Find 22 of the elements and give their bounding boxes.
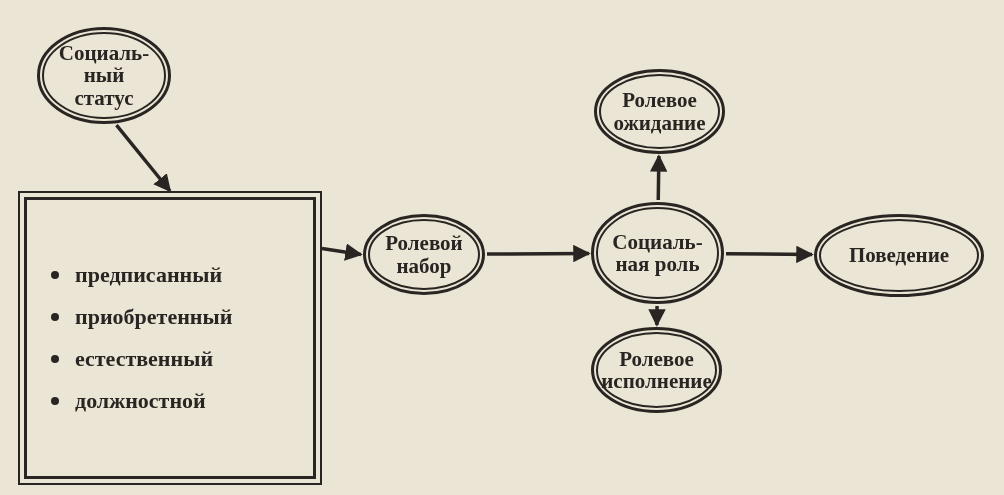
list-item: должностной — [49, 388, 206, 414]
ellipse-node — [812, 212, 986, 299]
ellipse-node — [35, 25, 173, 126]
arrow — [649, 154, 668, 201]
node-label: Поведение — [848, 244, 950, 267]
ellipse-node — [589, 200, 726, 306]
node-label: Ролевое исполнение — [600, 347, 713, 393]
ellipse-node — [592, 67, 727, 156]
node-label: Ролевое ожидание — [612, 89, 707, 134]
list-item: приобретенный — [49, 304, 233, 330]
node-label: Социаль- ная роль — [611, 230, 704, 276]
arrow — [115, 124, 172, 193]
node-label: Ролевой набор — [384, 232, 464, 277]
arrow — [321, 243, 363, 261]
node-label: Социаль- ный статус — [57, 42, 151, 109]
ellipse-node — [589, 325, 724, 415]
list-item: естественный — [49, 346, 214, 372]
arrow — [648, 306, 666, 327]
arrow — [725, 245, 814, 264]
list-item: предписанный — [49, 262, 223, 288]
arrow — [487, 244, 591, 263]
ellipse-node — [361, 212, 487, 297]
